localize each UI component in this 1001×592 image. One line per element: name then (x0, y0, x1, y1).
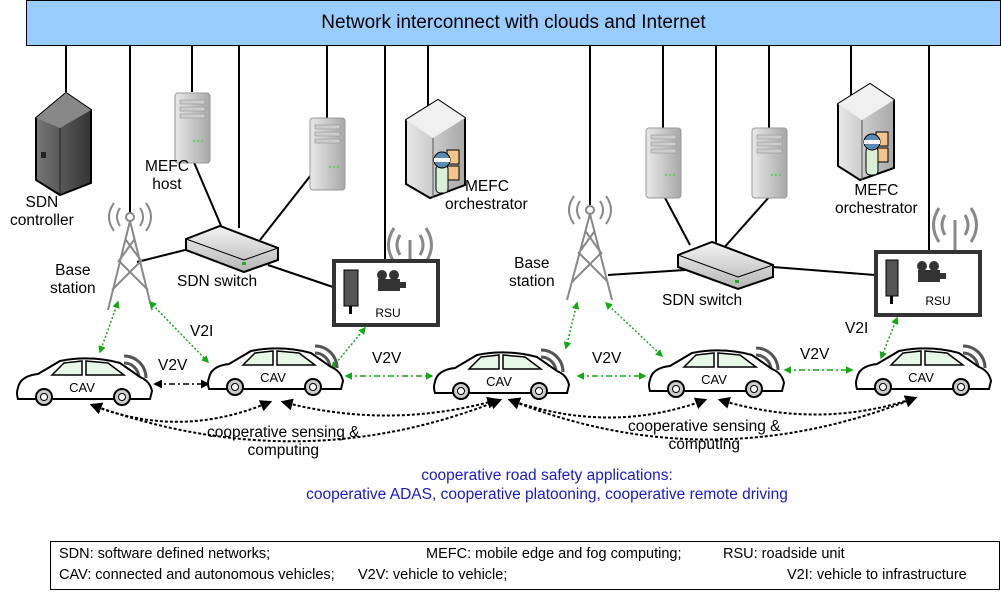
coop-sensing-right-label: cooperative sensing & computing (628, 418, 781, 453)
mefc-orchestrator-icon (837, 82, 895, 182)
cav-label: CAV (260, 370, 286, 385)
cav-car-icon: CAV (16, 354, 154, 406)
rsu-left: RSU (332, 227, 440, 327)
cav-label: CAV (486, 374, 512, 389)
legend-cav: CAV: connected and autonomous vehicles; (59, 567, 335, 583)
rsu-label: RSU (375, 306, 400, 320)
wired-links (65, 46, 930, 288)
mefc-host-label: MEFC host (145, 158, 189, 193)
v2v-links (153, 366, 854, 389)
sdn-switch-icon (677, 240, 774, 291)
sdn-switch-left-label: SDN switch (177, 273, 258, 290)
mefc-orchestrator-left-label: MEFC orchestrator (445, 178, 528, 213)
legend-mefc: MEFC: mobile edge and fog computing; (426, 546, 682, 562)
cav-label: CAV (701, 372, 727, 387)
mefc-orchestrator-right-label: MEFC orchestrator (835, 182, 918, 217)
base-station-tower-icon (566, 195, 613, 301)
v2v-label: V2V (158, 357, 188, 374)
sdn-switch-icon (185, 224, 279, 274)
v2i-links (98, 300, 899, 370)
legend-rsu: RSU: roadside unit (723, 546, 845, 562)
base-station-right-label: Base station (509, 255, 555, 290)
v2i-left-label: V2I (190, 323, 214, 340)
cav-car-icon: CAV (207, 344, 345, 396)
cooperative-sensing-links (89, 395, 918, 443)
mefc-orchestrator-icon (405, 98, 466, 200)
v2i-right-label: V2I (845, 320, 869, 337)
rsu-right: RSU (874, 207, 982, 317)
legend-sdn: SDN: software defined networks; (59, 546, 271, 562)
legend-v2i: V2I: vehicle to infrastructure (787, 567, 967, 583)
base-station-left-label: Base station (50, 262, 96, 297)
cav-label: CAV (908, 370, 934, 385)
network-interconnect-banner: Network interconnect with clouds and Int… (26, 0, 1001, 46)
v2v-label: V2V (800, 346, 830, 363)
banner-title: Network interconnect with clouds and Int… (321, 12, 706, 33)
v2v-label: V2V (372, 350, 402, 367)
applications-label: cooperative road safety applications: co… (306, 467, 788, 503)
sdn-switch-right-label: SDN switch (662, 292, 743, 309)
mefc-host-icon (174, 92, 211, 164)
v2v-label: V2V (592, 350, 622, 367)
cav-car-icon: CAV (433, 348, 571, 400)
legend-v2v: V2V: vehicle to vehicle; (358, 567, 508, 583)
rsu-label: RSU (925, 294, 950, 308)
sdn-controller-icon (35, 91, 92, 197)
coop-sensing-left-label: cooperative sensing & computing (207, 424, 360, 459)
mefc-host-icon (645, 127, 682, 199)
mefc-host-icon (309, 117, 346, 191)
base-station-tower-icon (107, 202, 153, 311)
legend-box: SDN: software defined networks; MEFC: mo… (50, 541, 1000, 590)
cav-label: CAV (69, 380, 95, 395)
sdn-controller-label: SDN controller (10, 194, 74, 229)
cav-car-icon: CAV (648, 346, 786, 398)
cav-car-icon: CAV (855, 344, 993, 396)
mefc-host-icon (751, 127, 788, 199)
